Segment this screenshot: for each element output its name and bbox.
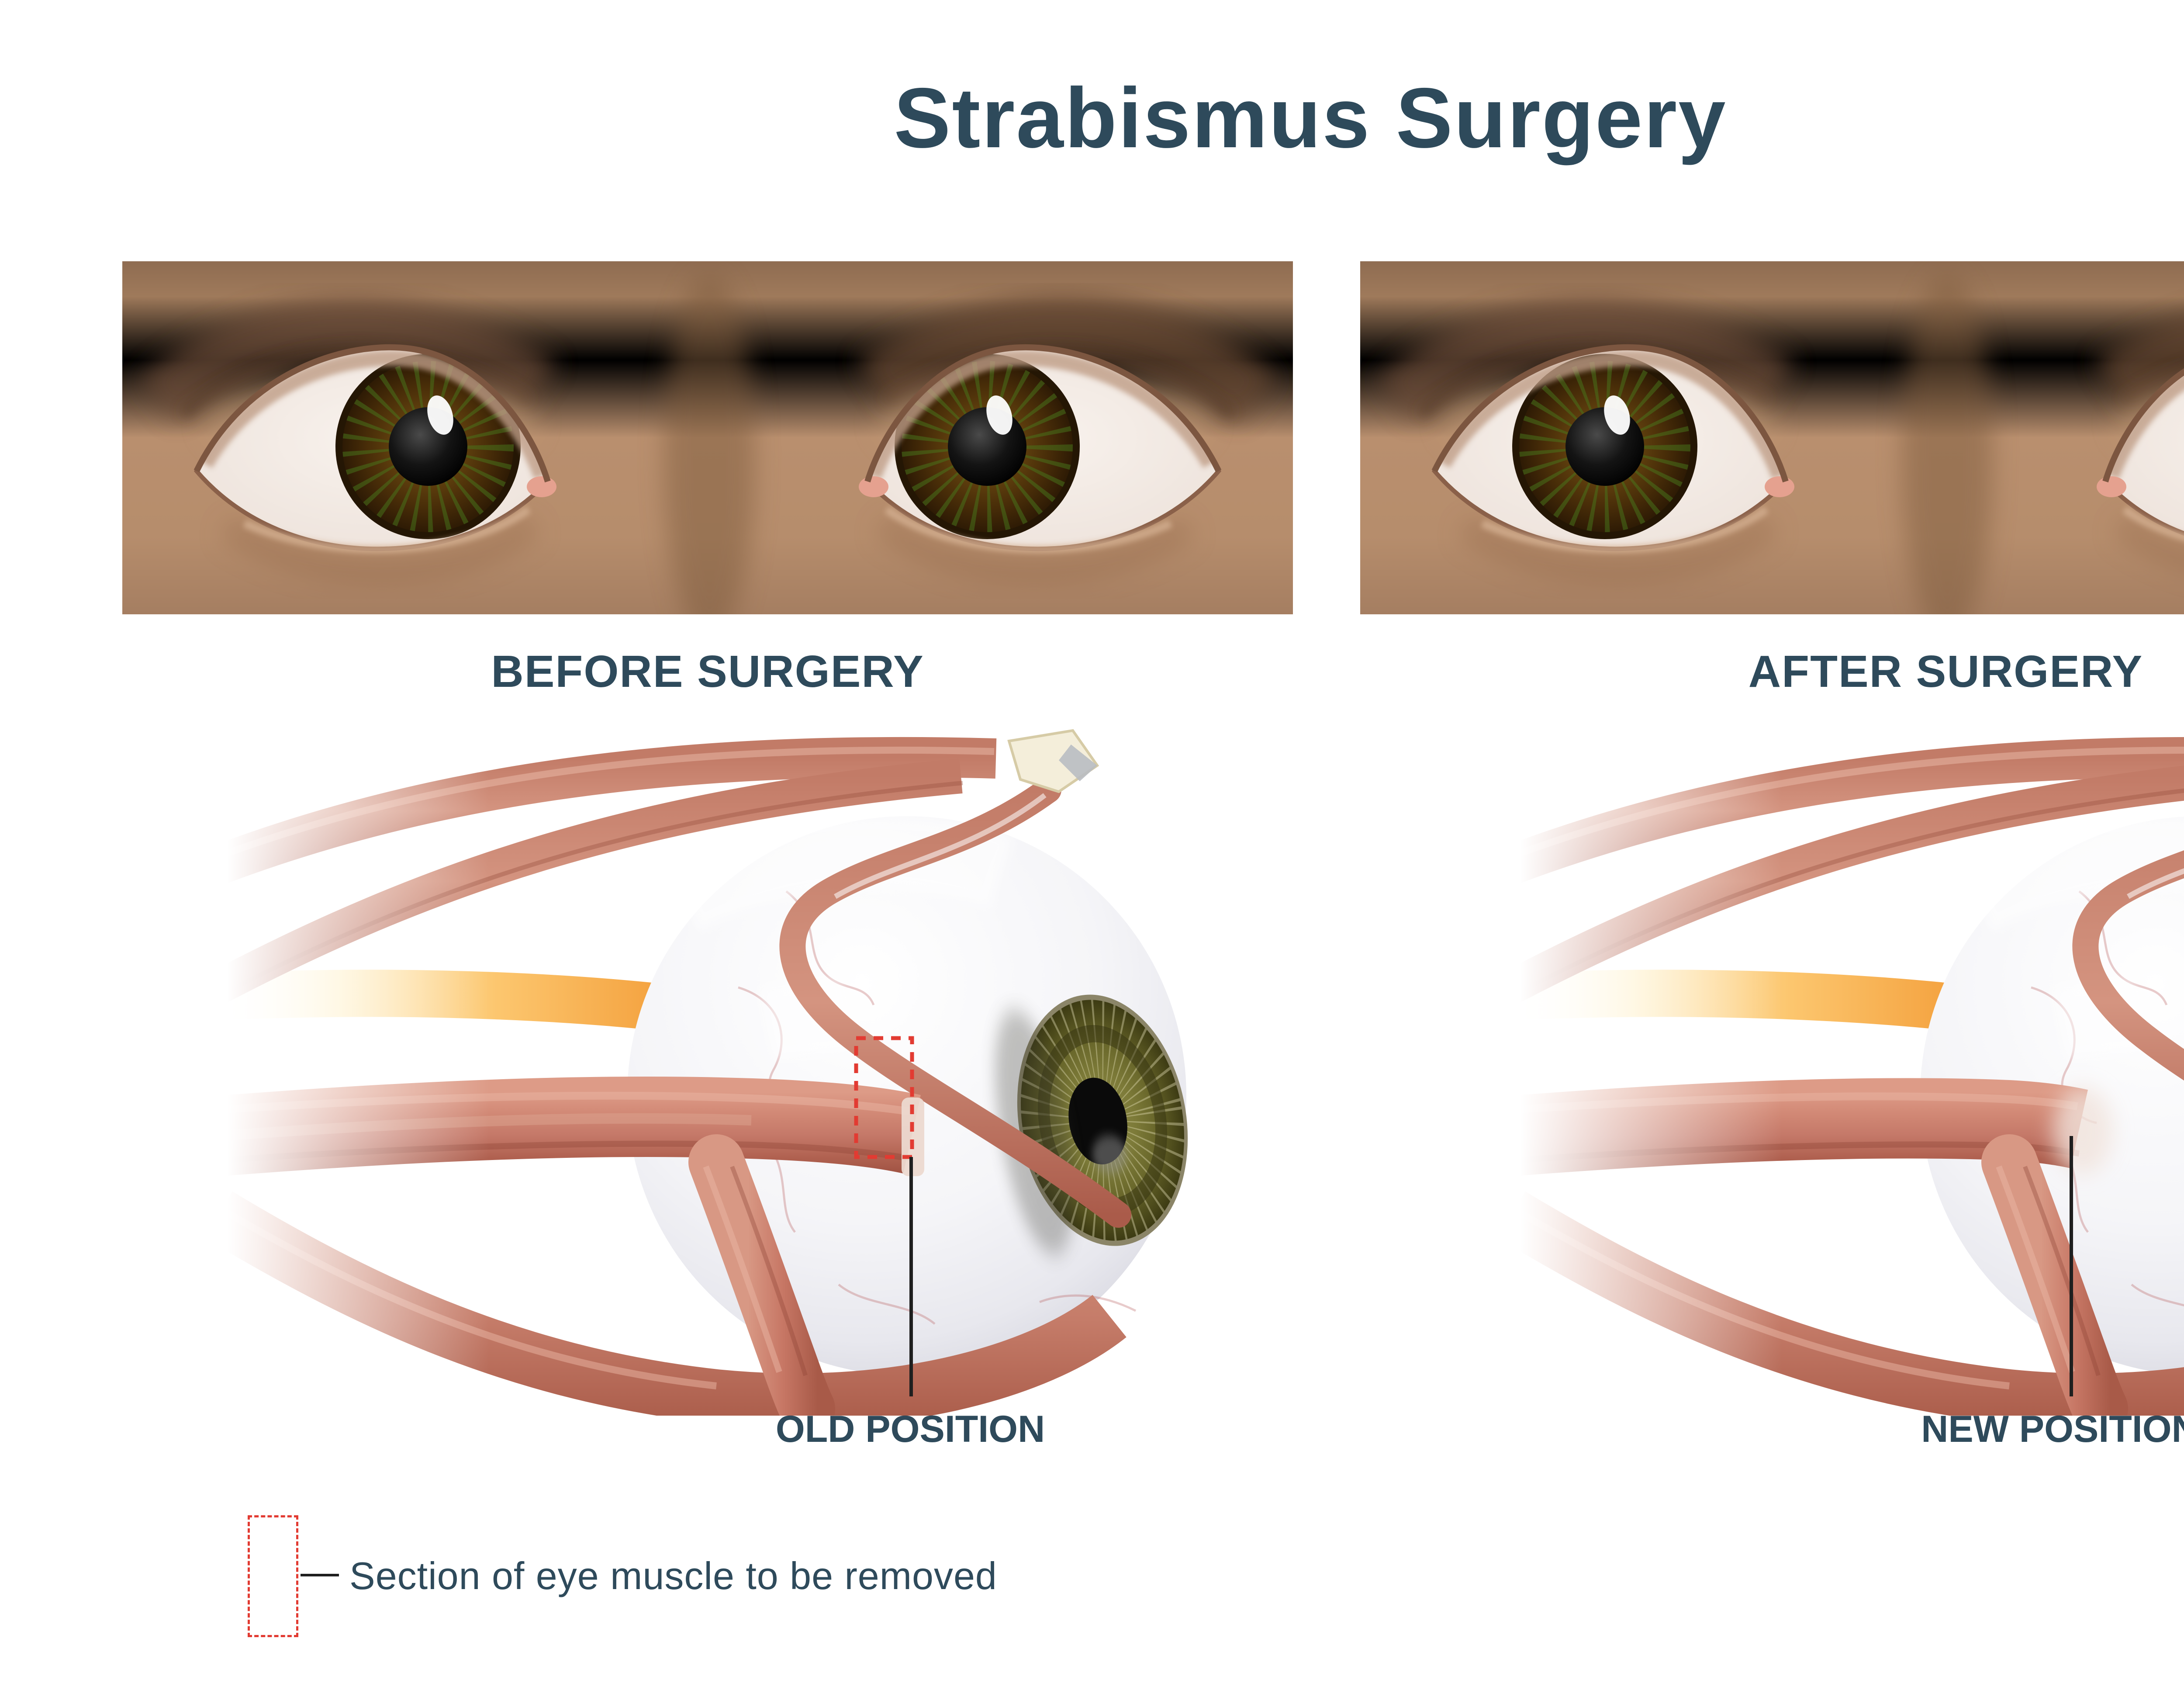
eyeball-diagram-after <box>1520 725 2184 1416</box>
left-fade-overlay <box>227 725 489 1416</box>
nose-shadow <box>1902 274 1993 614</box>
left-eye-iris-group <box>198 350 548 539</box>
inferior-rectus-front-band <box>688 1134 835 1416</box>
page-title: Strabismus Surgery <box>894 70 1727 166</box>
left-caruncle <box>527 476 556 497</box>
right-caruncle <box>2097 476 2126 497</box>
right-eye-iris-group <box>867 350 1217 539</box>
old-position-label: OLD POSITION <box>775 1408 1045 1450</box>
right-eyebrow-shadow <box>857 297 1279 424</box>
right-eye-iris-group <box>2105 350 2184 479</box>
left-fade-overlay <box>1520 725 1782 1416</box>
oblique-tendon-sweep <box>2072 850 2184 1081</box>
label-after-surgery: AFTER SURGERY <box>1748 646 2143 696</box>
photo-after-surgery <box>1360 261 2184 614</box>
right-caruncle <box>859 476 888 497</box>
right-eyebrow-shadow <box>2094 316 2184 411</box>
nose-shadow <box>664 274 755 614</box>
recessed-muscle-tip-fade <box>2053 1087 2112 1174</box>
label-before-surgery: BEFORE SURGERY <box>491 646 924 696</box>
oblique-tendon-sweep <box>779 777 1131 1228</box>
eyeball-diagram-before <box>227 725 1188 1416</box>
inferior-rectus-front-band <box>1981 1134 2128 1416</box>
legend-text: Section of eye muscle to be removed <box>349 1554 997 1597</box>
iris-diagram <box>995 994 1188 1255</box>
photo-before-surgery <box>122 261 1293 614</box>
left-eye-iris-group <box>1436 350 1786 539</box>
left-eyebrow-shadow <box>1376 299 1795 422</box>
left-caruncle <box>1765 476 1794 497</box>
legend-dashed-rect-swatch <box>248 1515 298 1637</box>
left-eyebrow-shadow <box>138 299 557 422</box>
new-position-label: NEW POSITION <box>1921 1408 2184 1450</box>
legend-connector-line <box>301 1574 339 1576</box>
tendon-patch-top <box>1957 817 2184 932</box>
